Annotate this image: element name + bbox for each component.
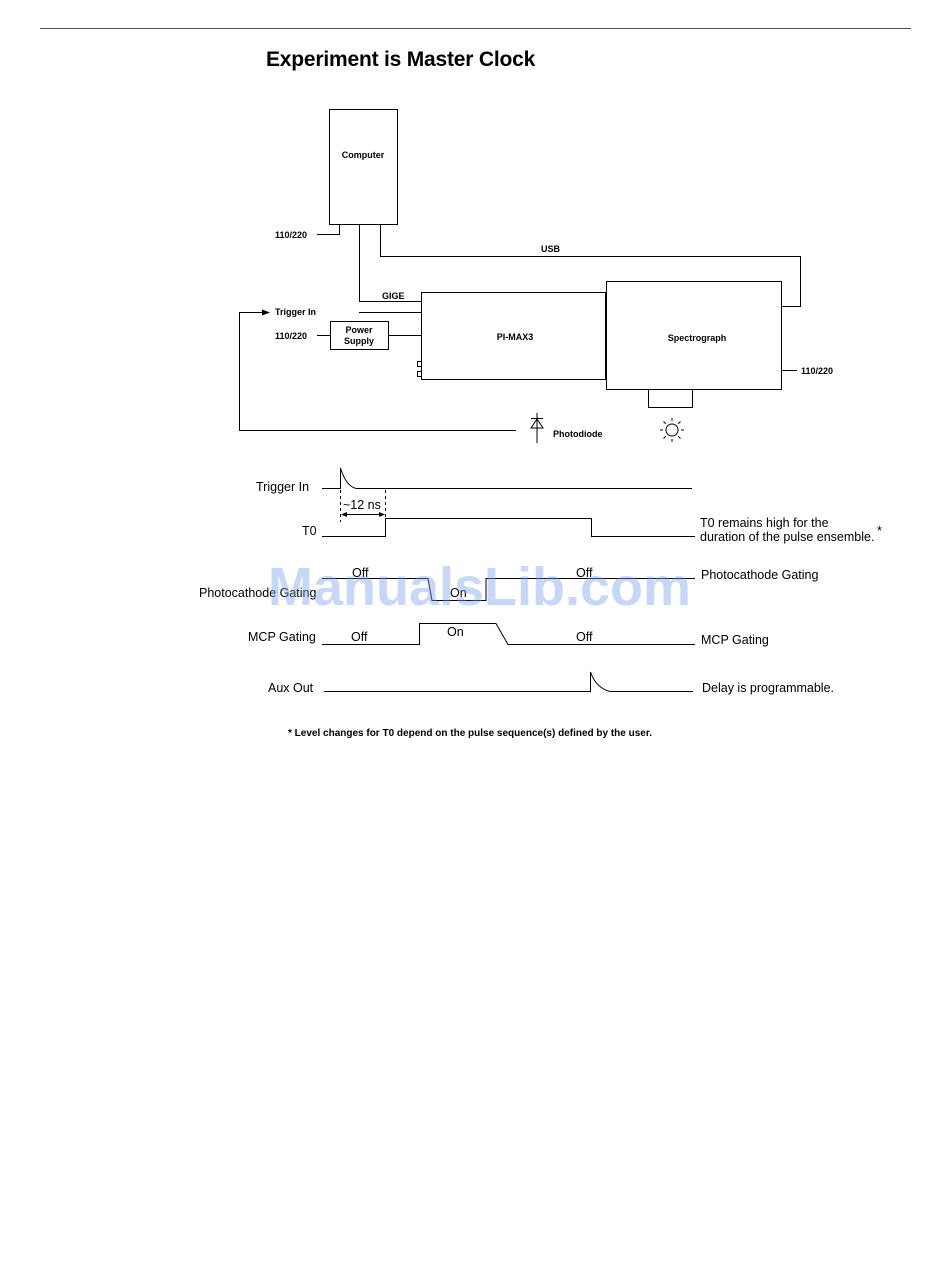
power-supply-box: [330, 321, 389, 350]
power-supply-label: Power: [345, 325, 373, 335]
aux-out-waveform: [324, 671, 693, 692]
t0-label: T0: [302, 524, 317, 538]
gige-cable: [359, 224, 421, 302]
photocathode-off-label: Off: [352, 566, 369, 580]
pimax-label: PI-MAX3: [497, 332, 534, 342]
photocathode-gating-right-label: Photocathode Gating: [701, 568, 818, 582]
arrow-right-icon: [379, 512, 385, 517]
aux-note-label: Delay is programmable.: [702, 681, 834, 695]
power-line-computer: [317, 224, 340, 235]
trigger-in-timing-label: Trigger In: [256, 480, 309, 494]
mcp-off-label: Off: [351, 630, 368, 644]
light-source-icon: [660, 418, 684, 442]
photocathode-gating-waveform: [322, 578, 695, 601]
mcp-gating-right-label: MCP Gating: [701, 633, 769, 647]
gige-label: GIGE: [382, 291, 405, 301]
photocathode-off-label: Off: [576, 566, 593, 580]
power-supply-label: Supply: [344, 336, 374, 346]
t0-waveform: [322, 518, 695, 537]
header-rule: [40, 28, 911, 29]
mcp-on-label: On: [447, 625, 464, 639]
footnote: * Level changes for T0 depend on the pul…: [288, 728, 652, 739]
page-title: Experiment is Master Clock: [266, 48, 536, 71]
connector-icon: [417, 361, 422, 367]
aux-out-label: Aux Out: [268, 681, 314, 695]
usb-cable: [380, 224, 801, 307]
usb-label: USB: [541, 244, 561, 254]
arrow-left-icon: [341, 512, 347, 517]
photocathode-on-label: On: [450, 586, 467, 600]
spectrograph-port: [648, 390, 693, 408]
mcp-off-label: Off: [576, 630, 593, 644]
pimax-box: [421, 292, 606, 380]
power-label-supply: 110/220: [275, 331, 307, 341]
delay-label: ~12 ns: [343, 498, 381, 512]
photodiode-label: Photodiode: [553, 429, 603, 439]
t0-note-asterisk: *: [877, 524, 882, 538]
t0-note-line1: T0 remains high for the: [700, 516, 829, 530]
spectrograph-box: [606, 281, 782, 390]
mcp-gating-left-label: MCP Gating: [248, 630, 316, 644]
photocathode-gating-left-label: Photocathode Gating: [199, 586, 316, 600]
computer-label: Computer: [342, 150, 385, 160]
watermark: ManualsLib.com: [268, 557, 692, 617]
power-label-computer: 110/220: [275, 230, 307, 240]
mcp-gating-waveform: [322, 623, 695, 645]
power-label-spectrograph: 110/220: [801, 366, 833, 376]
connector-icon: [417, 371, 422, 377]
photodiode-icon: [530, 413, 544, 443]
t0-note-line2: duration of the pulse ensemble.: [700, 530, 874, 544]
trigger-in-label: Trigger In: [275, 307, 316, 317]
trigger-arrow-icon: [262, 309, 270, 316]
trigger-in-waveform: [322, 467, 692, 489]
spectrograph-label: Spectrograph: [668, 333, 727, 343]
computer-box: [329, 109, 398, 225]
photodiode-cable: [239, 312, 516, 431]
